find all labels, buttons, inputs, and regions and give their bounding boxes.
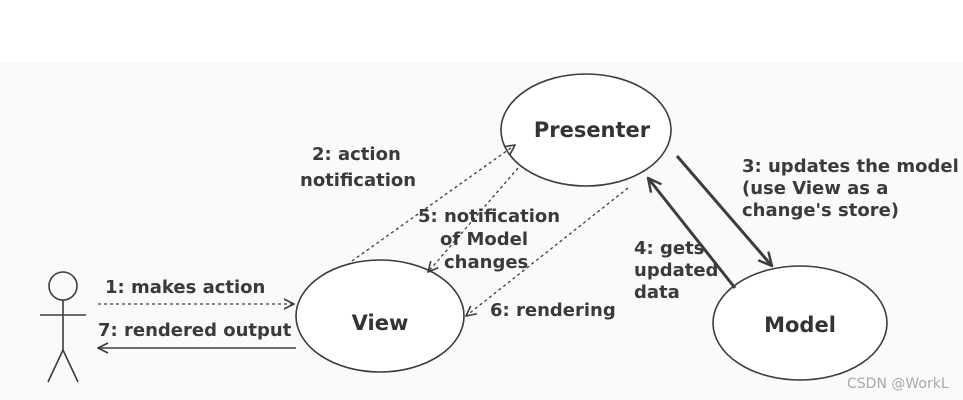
presenter-node: [500, 73, 672, 187]
edge-3-label-line-1: 3: updates the model: [742, 156, 959, 177]
edge-5-label-line-2: of Model: [440, 229, 528, 250]
watermark-text: CSDN @WorkL: [847, 376, 949, 392]
edge-5-label-line-1: 5: notification: [418, 206, 560, 227]
edge-2-label-line-2: notification: [300, 170, 416, 191]
edge-2-label-line-1: 2: action: [312, 144, 401, 165]
edge-6-rendering: [466, 187, 629, 316]
view-node: [295, 259, 465, 373]
edge-4-label-line-2: updated: [634, 260, 718, 281]
edge-5-label-line-3: changes: [444, 252, 528, 273]
actor-leg-left: [47, 349, 64, 383]
edge-1-label: 1: makes action: [105, 277, 265, 298]
view-label: View: [352, 311, 409, 335]
edge-7-label: 7: rendered output: [98, 320, 292, 341]
edge-5-model-notification: [428, 167, 519, 272]
edge-4-label-line-1: 4: gets: [634, 238, 704, 259]
actor-user: [40, 271, 86, 383]
edge-3-label-line-2: (use View as a: [742, 178, 888, 199]
edge-2-label: 2: action notification: [300, 144, 416, 191]
model-label: Model: [764, 313, 836, 337]
edge-3-label: 3: updates the model (use View as a chan…: [742, 156, 963, 221]
presenter-label: Presenter: [534, 118, 651, 142]
edge-5-label: 5: notification of Model changes: [418, 206, 566, 273]
edge-4-gets-updated-data: [648, 178, 737, 289]
actor-leg-right: [62, 349, 79, 383]
edge-4-label: 4: gets updated data: [634, 238, 725, 303]
edge-3-updates-model: [675, 155, 772, 266]
model-node: [712, 265, 888, 381]
edge-4-label-line-3: data: [634, 282, 680, 303]
edge-3-label-line-3: change's store): [742, 200, 899, 221]
edge-6-label: 6: rendering: [490, 300, 616, 321]
